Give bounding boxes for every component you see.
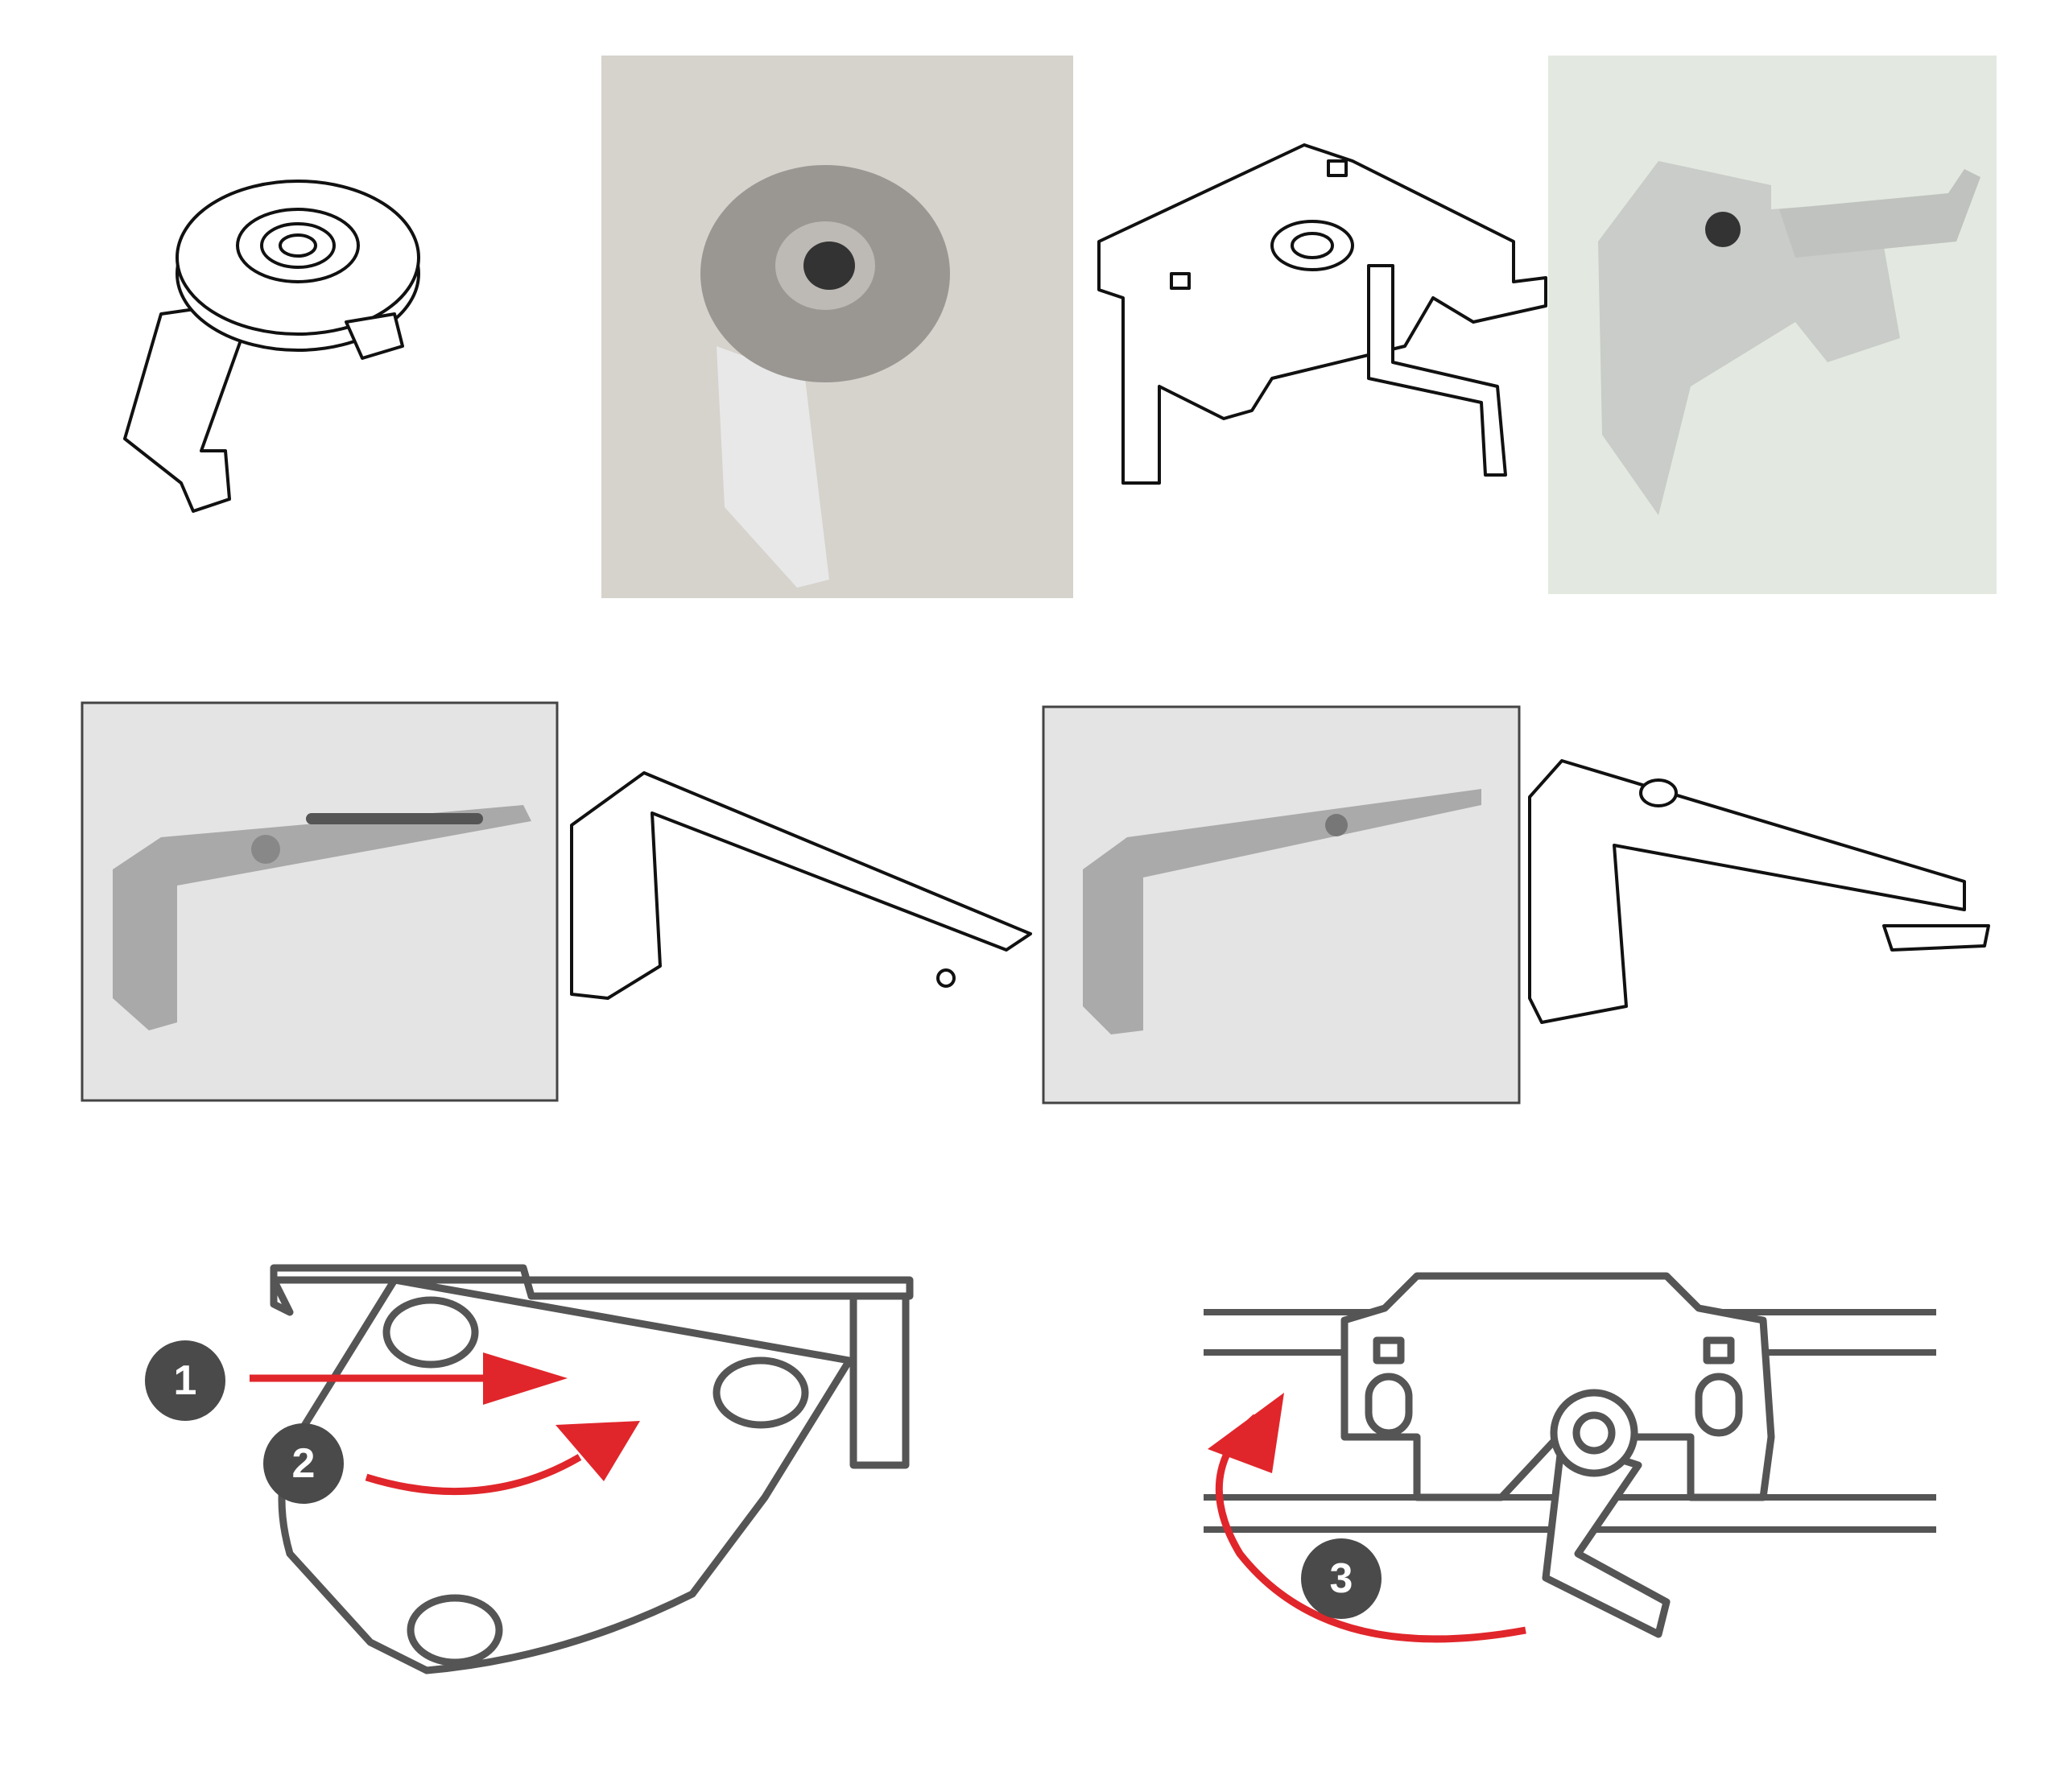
arrow-3 xyxy=(1215,1414,1526,1643)
arrow-2 xyxy=(365,1454,582,1496)
step-badge-1: 1 xyxy=(145,1340,225,1421)
extension-bracket-photo-2 xyxy=(1042,705,1521,1105)
control-bracket-photo xyxy=(1548,56,1997,594)
disc-bracket-drawing xyxy=(123,180,420,513)
extension-bracket-drawing-1 xyxy=(570,771,1032,1000)
svg-text:3: 3 xyxy=(1330,1555,1353,1602)
step-badge-2: 2 xyxy=(263,1423,344,1504)
control-bracket-drawing xyxy=(1097,143,1547,485)
step-badge-3: 3 xyxy=(1301,1538,1382,1619)
svg-text:2: 2 xyxy=(292,1440,316,1487)
extension-bracket-photo-1 xyxy=(81,701,559,1102)
svg-text:1: 1 xyxy=(174,1357,197,1404)
disc-bracket-photo xyxy=(601,56,1073,598)
installation-step-1-2-diagram: 1 2 xyxy=(145,1264,914,1674)
extension-bracket-drawing-2 xyxy=(1528,759,1990,1024)
installation-step-3-diagram: 3 xyxy=(1204,1272,1936,1643)
